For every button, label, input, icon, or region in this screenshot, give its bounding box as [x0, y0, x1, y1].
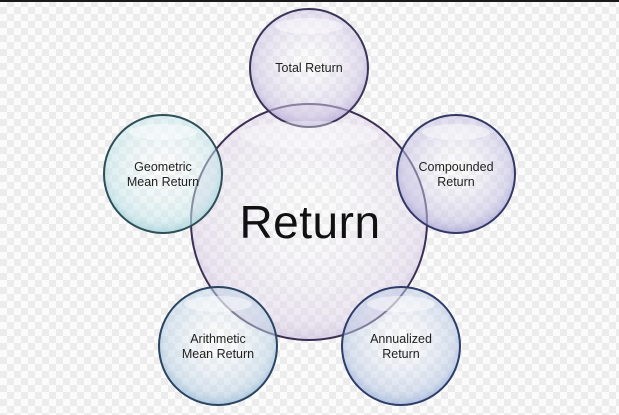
node-circle-annualized	[341, 286, 461, 406]
total-highlight	[275, 18, 343, 34]
node-label-arithmetic: Arithmetic Mean Return	[181, 332, 255, 361]
node-label-compounded: Compounded Return	[418, 160, 494, 189]
center-highlight	[239, 121, 379, 149]
node-circle-arithmetic	[158, 286, 278, 406]
node-label-total: Total Return	[275, 60, 343, 75]
node-circle-total	[249, 8, 369, 128]
node-circle-geometric	[103, 114, 223, 234]
compounded-highlight	[422, 124, 490, 140]
annualized-highlight	[367, 296, 435, 312]
center-label: Return	[239, 196, 381, 248]
top-border-strip	[0, 0, 619, 2]
node-circle-compounded	[396, 114, 516, 234]
node-label-annualized: Annualized Return	[370, 332, 432, 361]
node-label-geometric: Geometric Mean Return	[126, 160, 200, 189]
arithmetic-highlight	[184, 296, 252, 312]
geometric-highlight	[129, 124, 197, 140]
